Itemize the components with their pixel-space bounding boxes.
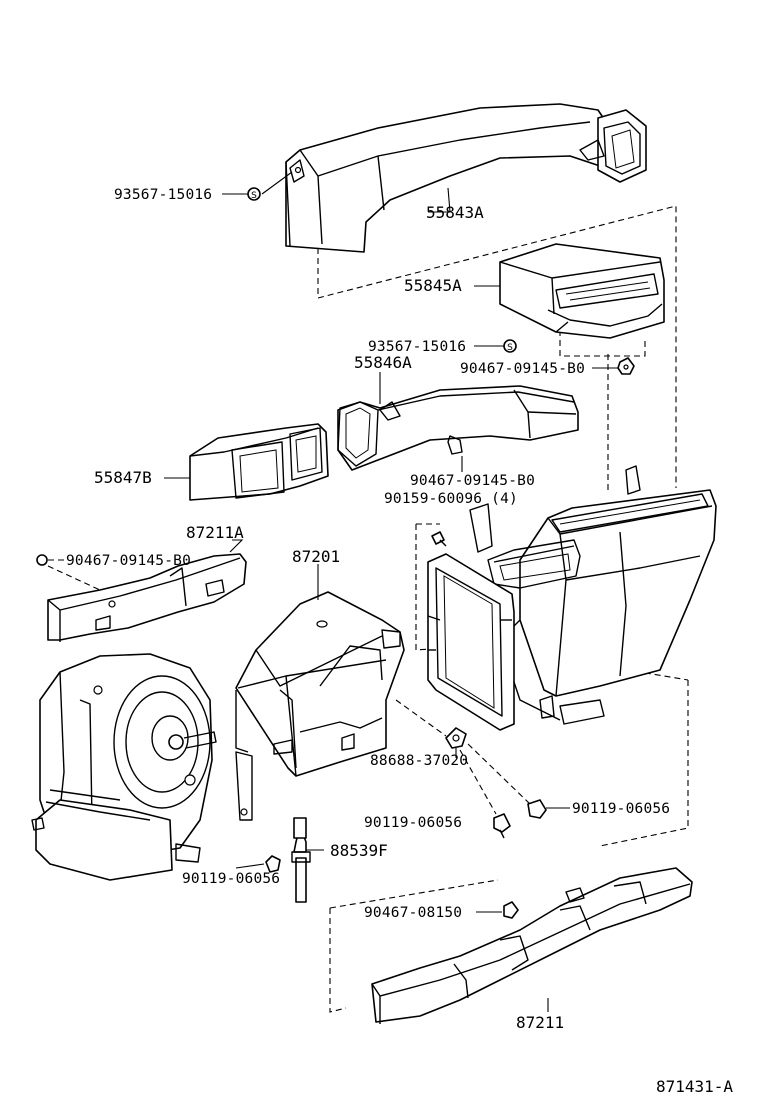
duct-floor-right[interactable] [371,867,693,1024]
duct-left[interactable] [189,423,329,501]
screw-left-icon [265,855,281,873]
screw-right-icon [527,799,547,819]
figure-id: 871431-A [656,1077,733,1096]
label-duct-mid: 55846A [354,353,412,372]
clip-left-icon [36,554,48,566]
label-duct-mid-clip: 93567-15016 [368,339,466,355]
label-clip-mid: 90467-09145-B0 [410,473,535,489]
clamp-icon [445,727,467,749]
label-clamp: 88688-37020 [370,753,468,769]
duct-mid[interactable] [337,385,579,471]
label-heater-unit: 87201 [292,547,340,566]
label-duct-vent: 55845A [404,276,462,295]
label-duct-left: 55847B [94,468,152,487]
blower-assembly[interactable] [31,653,217,881]
label-clip-floor: 90467-08150 [364,905,462,921]
label-screw-top: 90467-09145-B0 [460,361,585,377]
duct-upper[interactable] [285,103,647,253]
label-duct-upper-clip: 93567-15016 [114,187,212,203]
clip-floor-icon [503,901,519,919]
label-duct-upper: 55843A [426,203,484,222]
duct-vent[interactable] [499,243,665,339]
bolt-icon [431,531,447,547]
label-duct-floor-right: 87211 [516,1013,564,1032]
screw-center-icon [493,813,511,839]
label-duct-floor-left: 87211A [186,523,244,542]
label-screw-center: 90119-06056 [364,815,462,831]
screw-top-icon [617,357,635,375]
hose[interactable] [291,817,311,903]
heater-unit[interactable] [235,591,405,821]
labels: 93567-15016 55843A 55845A 93567-15016 55… [66,187,733,1096]
duct-floor-left[interactable] [47,553,247,642]
assembly-outline-upper [317,205,677,492]
label-screw-left: 90119-06056 [182,871,280,887]
heater-core[interactable] [427,553,515,731]
label-clip-left: 90467-09145-B0 [66,553,191,569]
label-bolt-set: 90159-60096 (4) [384,491,518,507]
clip-mid-icon: S [503,339,517,353]
svg-text:S: S [251,191,257,201]
label-hose: 88539F [330,841,388,860]
clip-upper-icon: S [247,187,261,201]
svg-text:S: S [507,343,513,353]
label-screw-right: 90119-06056 [572,801,670,817]
